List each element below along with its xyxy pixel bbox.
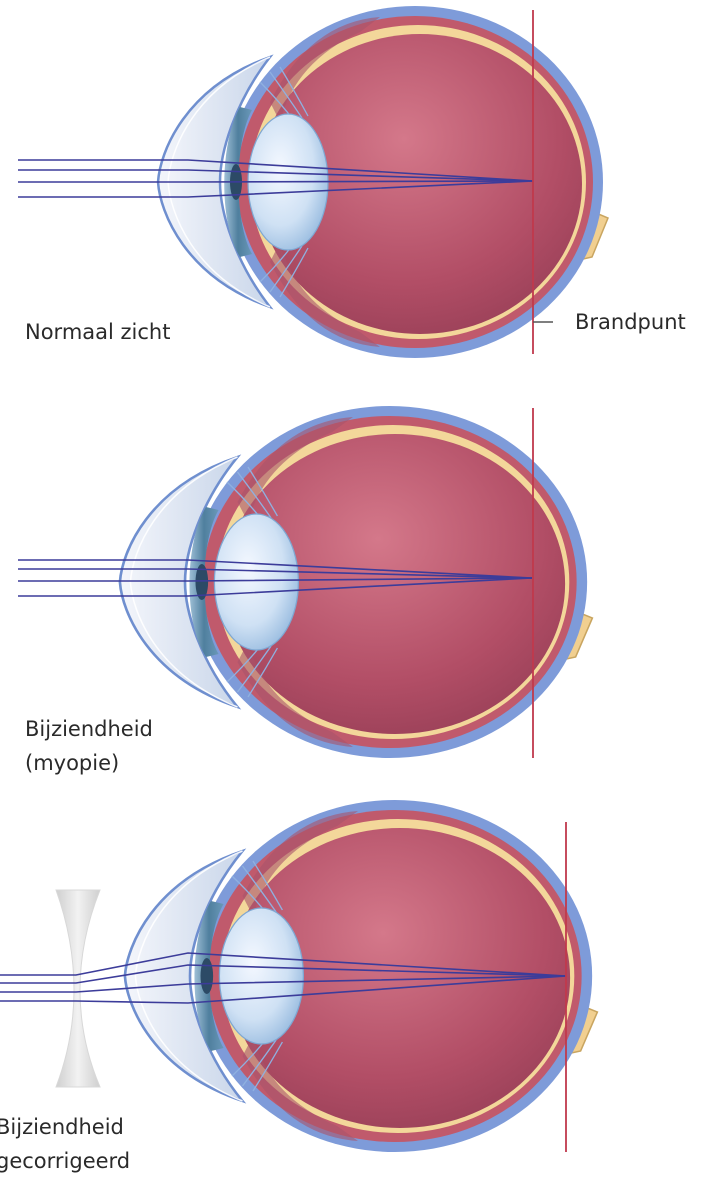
label-corrected-line2: gecorrigeerd [0, 1144, 130, 1178]
label-myopia-line1: Bijziendheid [25, 712, 153, 746]
label-normal-vision: Normaal zicht [25, 315, 170, 349]
eye-normal [18, 6, 608, 358]
eye-myopia [18, 406, 592, 758]
label-myopia-line2: (myopie) [25, 746, 119, 780]
eye-corrected [0, 800, 597, 1152]
label-focal-point: Brandpunt [575, 305, 686, 339]
label-corrected-line1: Bijziendheid [0, 1110, 124, 1144]
concave-lens [56, 890, 100, 1087]
